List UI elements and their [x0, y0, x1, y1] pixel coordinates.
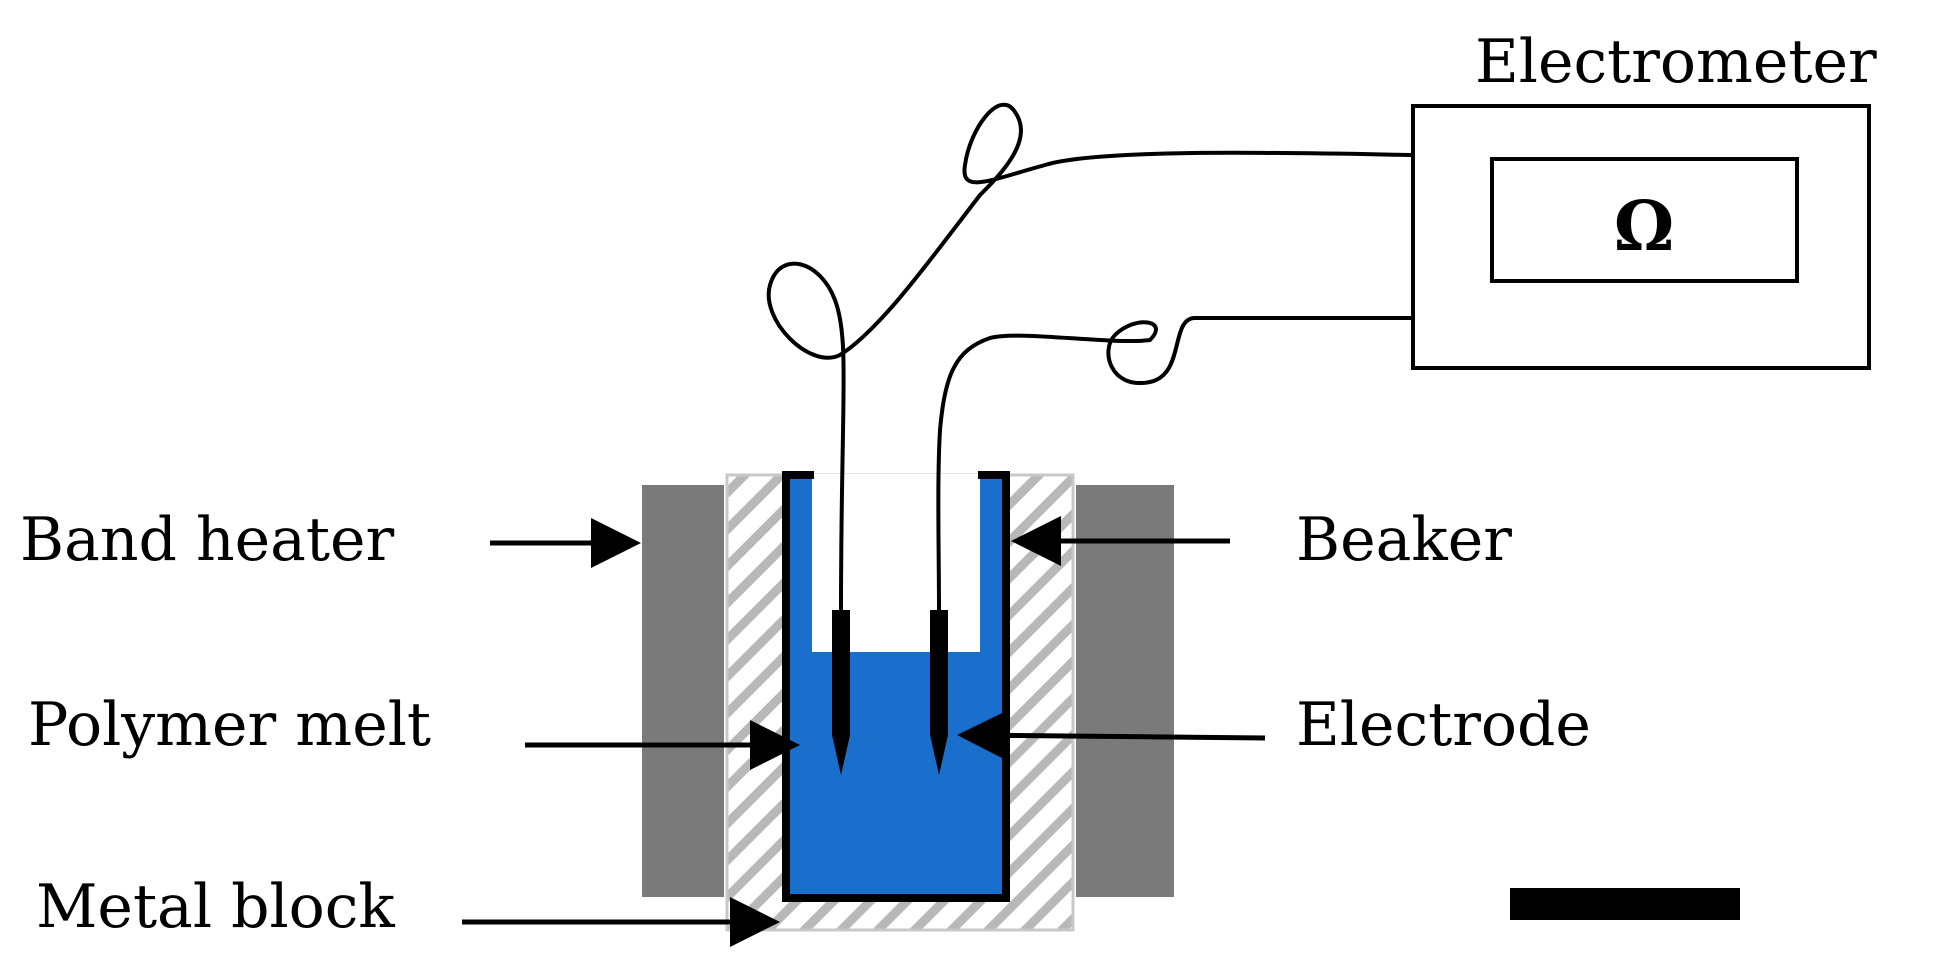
polymer-melt-label: Polymer melt — [28, 690, 431, 760]
ohm-symbol: Ω — [1614, 187, 1675, 267]
wire-top — [766, 102, 1414, 613]
electrode-arrow — [957, 710, 1266, 761]
polymer-melt — [788, 474, 1004, 896]
electrode-left — [832, 610, 850, 775]
scale-bar — [1510, 888, 1740, 920]
electrode-right — [930, 610, 948, 775]
wire-bottom — [936, 316, 1413, 613]
band-heater-label: Band heater — [20, 505, 395, 575]
beaker-label: Beaker — [1296, 505, 1512, 575]
band-heater-left — [642, 485, 724, 897]
metal-block-label: Metal block — [36, 872, 395, 942]
electrometer-display — [1490, 157, 1799, 283]
beaker — [782, 471, 1010, 902]
electrometer-label: Electrometer — [1475, 27, 1877, 97]
band-heater-right — [1076, 485, 1174, 897]
electrode-label: Electrode — [1296, 690, 1591, 760]
